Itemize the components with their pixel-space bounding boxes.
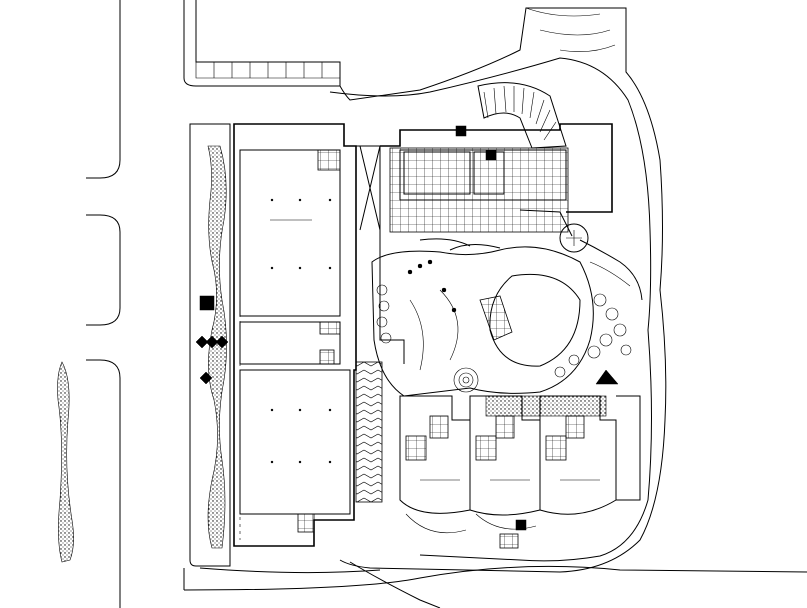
landscape-strip-left: [57, 361, 74, 563]
west-landscape-belt: [189, 123, 231, 567]
site-boundary-roads: [183, 0, 807, 608]
road-curbs-left: [86, 0, 121, 608]
residential-blocks: [399, 395, 641, 549]
main-building: [233, 123, 405, 547]
north-building: [359, 82, 613, 237]
central-garden: [371, 223, 643, 397]
